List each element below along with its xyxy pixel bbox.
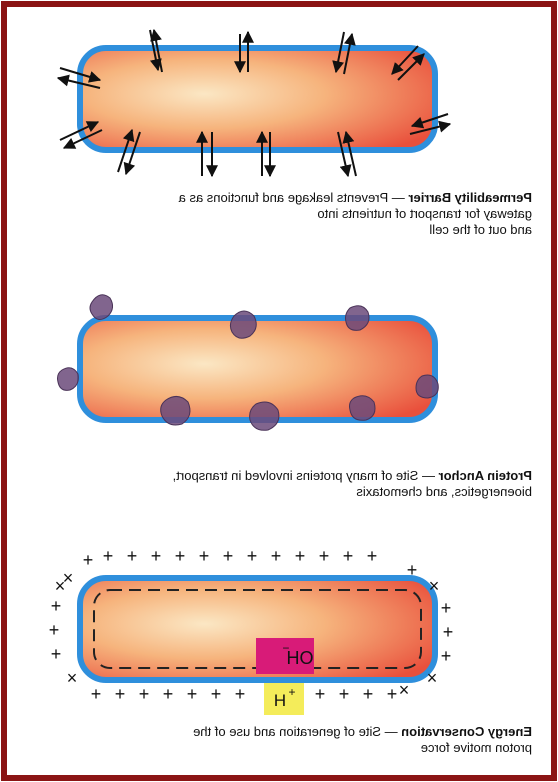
svg-text:×: × (63, 568, 74, 588)
svg-text:+: + (441, 598, 452, 618)
svg-text:+: + (387, 684, 398, 704)
caption-text: — Site of generation and use of the (193, 724, 401, 739)
proton-label: H + (264, 683, 304, 715)
svg-text:+: + (51, 644, 62, 664)
svg-text:+: + (83, 550, 94, 570)
caption-term: Energy Conservation (401, 724, 532, 739)
svg-text:+: + (343, 546, 354, 566)
protein-blob (58, 368, 79, 391)
protein-blob (350, 396, 376, 421)
svg-text:OH: OH (287, 648, 314, 668)
svg-text:+: + (441, 646, 452, 666)
caption-text: bioenergetics, and chemotaxis (52, 484, 532, 500)
caption-text: and out of the cell (52, 222, 532, 238)
svg-text:+: + (175, 546, 186, 566)
svg-text:×: × (429, 576, 440, 596)
svg-text:+: + (443, 622, 454, 642)
svg-text:+: + (367, 546, 378, 566)
svg-text:H: H (274, 691, 286, 710)
svg-text:+: + (103, 546, 114, 566)
svg-text:+: + (319, 546, 330, 566)
svg-text:+: + (199, 546, 210, 566)
protein-blob (161, 396, 190, 425)
energy-conservation-caption: Energy Conservation — Site of generation… (52, 724, 532, 756)
caption-text: proton motive force (52, 740, 532, 756)
svg-text:×: × (427, 668, 438, 688)
svg-text:+: + (271, 546, 282, 566)
svg-text:×: × (67, 668, 78, 688)
svg-text:+: + (295, 546, 306, 566)
svg-text:+: + (235, 684, 246, 704)
protein-anchor-caption: Protein Anchor — Site of many proteins i… (52, 468, 532, 500)
caption-text: — Prevents leakage and functions as a (179, 190, 409, 205)
hydroxide-label: OH − (256, 638, 314, 674)
svg-text:+: + (315, 684, 326, 704)
svg-text:+: + (339, 684, 350, 704)
permeability-barrier-cell (80, 48, 435, 150)
permeability-barrier-caption: Permeability Barrier — Prevents leakage … (52, 190, 532, 238)
svg-text:+: + (288, 685, 295, 699)
svg-text:+: + (363, 684, 374, 704)
svg-text:×: × (399, 680, 410, 700)
svg-text:+: + (127, 546, 138, 566)
svg-text:−: − (282, 641, 289, 655)
protein-blob (346, 306, 370, 331)
svg-text:+: + (115, 684, 126, 704)
svg-text:+: + (247, 546, 258, 566)
caption-text: gateway for transport of nutrients into (52, 206, 532, 222)
svg-text:+: + (91, 684, 102, 704)
svg-text:+: + (407, 560, 418, 580)
svg-text:+: + (163, 684, 174, 704)
svg-text:+: + (187, 684, 198, 704)
protein-blob (230, 311, 256, 338)
svg-text:+: + (211, 684, 222, 704)
protein-blob (250, 402, 279, 430)
caption-term: Protein Anchor (439, 468, 532, 483)
caption-term: Permeability Barrier (408, 190, 532, 205)
svg-text:+: + (51, 596, 62, 616)
caption-text: — Site of many proteins involved in tran… (173, 468, 439, 483)
svg-text:+: + (139, 684, 150, 704)
svg-text:+: + (151, 546, 162, 566)
svg-text:+: + (49, 620, 60, 640)
svg-text:+: + (223, 546, 234, 566)
protein-blob (416, 375, 438, 398)
